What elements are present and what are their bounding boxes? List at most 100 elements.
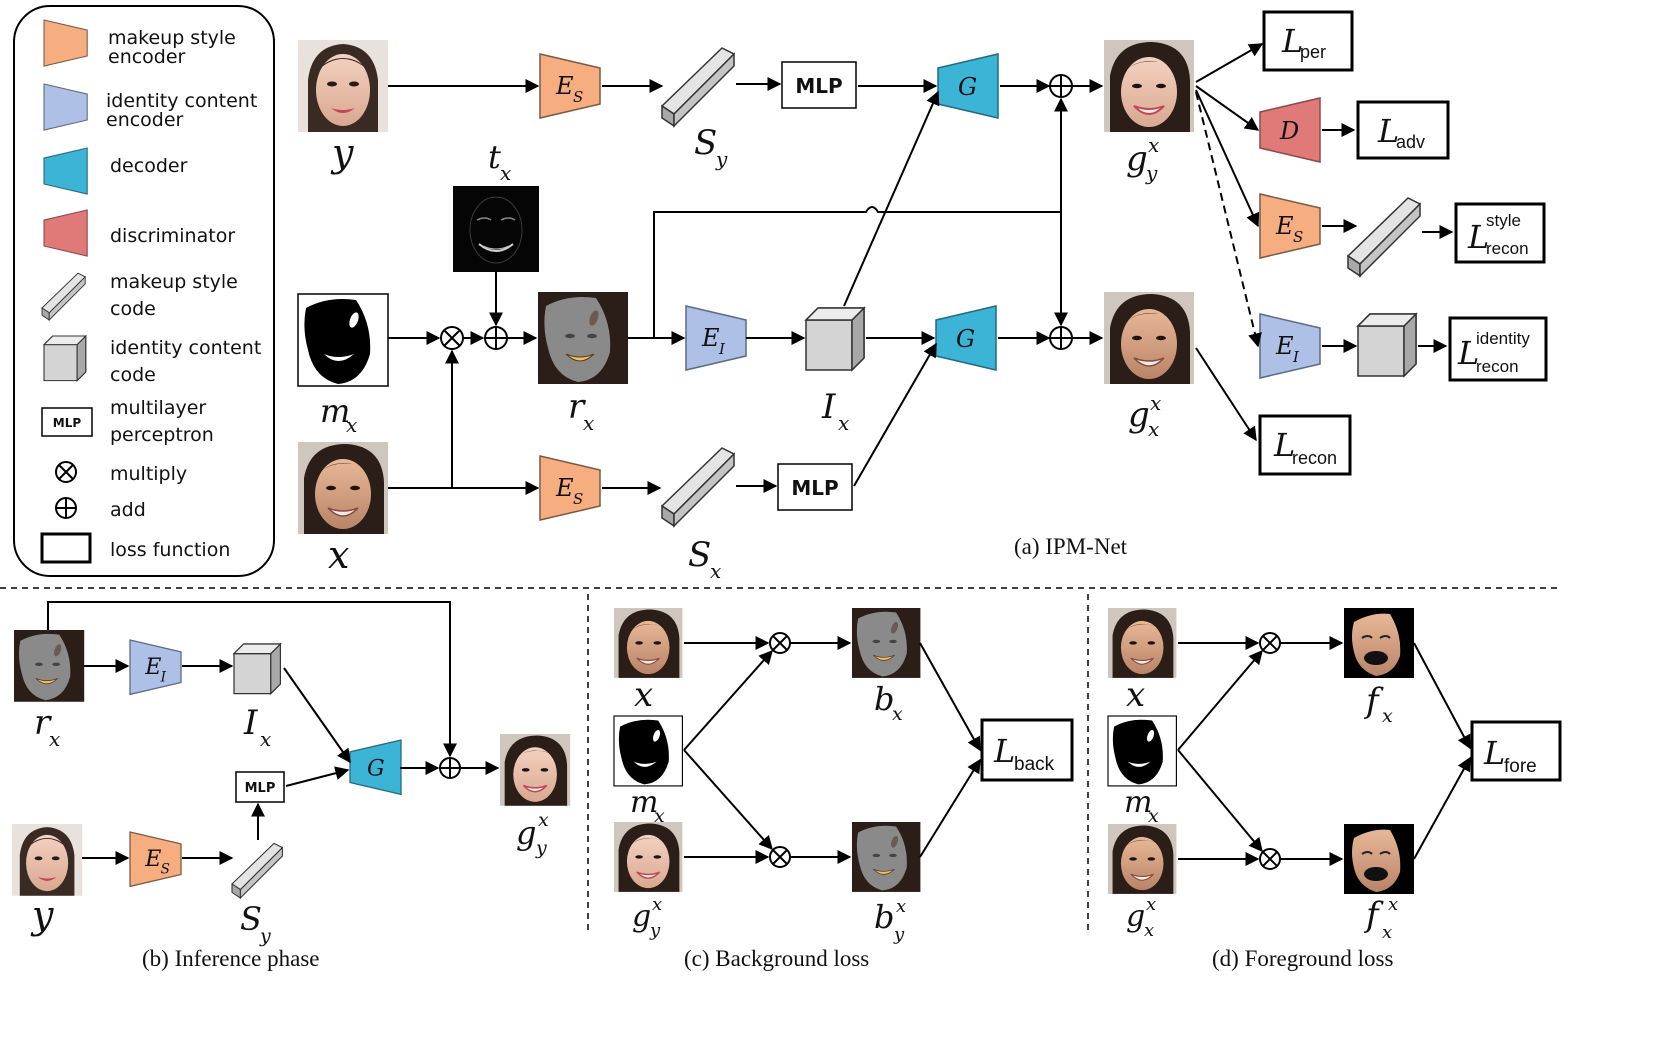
svg-text:y: y [649,920,661,941]
svg-text:style: style [1486,211,1521,230]
label-sx: S x [688,535,721,583]
image-c-gyx [613,821,684,893]
edges-c [683,636,981,864]
label-tx: t x [488,138,511,185]
style-code-right [1347,197,1421,277]
mlp-b: MLP [235,771,285,803]
svg-text:y: y [893,924,905,945]
style-code-sy [661,47,735,127]
svg-text:MLP: MLP [245,781,276,796]
svg-text:MLP: MLP [791,476,838,500]
label-rx: r x [568,387,594,435]
svg-text:I: I [160,670,167,686]
image-c-x [613,607,683,679]
label-gxx: g x x [1128,391,1161,441]
image-x-source [297,441,389,535]
svg-text:x: x [1382,922,1392,943]
svg-text:S: S [688,535,711,575]
legend-mlp-icon-label: MLP [53,416,82,430]
content-encoder-b: E I [129,639,182,696]
legend-content-code-icon [43,335,87,382]
image-d-fx [1343,607,1415,679]
svg-text:identity: identity [1476,329,1530,348]
style-encoder-top: E S [539,53,601,119]
image-rx [537,291,629,385]
multiply-op-c-bottom [769,846,791,868]
image-b-rx [13,629,85,703]
legend-loss-icon [40,532,92,564]
svg-text:back: back [1014,754,1055,775]
svg-text:x: x [583,411,594,435]
content-code-b [233,643,281,695]
svg-text:x: x [710,559,721,583]
svg-text:E: E [701,324,720,352]
svg-text:L: L [1273,426,1295,464]
svg-text:E: E [144,846,161,872]
loss-adv: L adv [1356,100,1450,160]
decoder-top: G [937,53,999,119]
image-c-bx [851,607,921,679]
svg-text:x: x [260,727,271,751]
svg-text:y: y [715,147,728,171]
legend-multiply-icon [55,461,77,483]
image-b-y [12,824,83,896]
caption-b: (b) Inference phase [142,946,320,971]
image-mask-mx [297,293,389,387]
svg-text:G: G [958,73,977,101]
svg-text:y: y [1145,161,1158,185]
loss-style-recon: L style recon [1454,202,1546,264]
svg-text:L: L [1457,334,1479,372]
edges-b [47,601,500,865]
image-y-reference [298,40,388,132]
svg-text:r: r [34,703,52,743]
loss-fore: L fore [1470,720,1562,782]
svg-text:E: E [144,654,161,680]
multiply-op-d-bottom [1259,848,1281,870]
svg-text:L: L [993,732,1015,770]
svg-text:D: D [1279,117,1299,145]
edges-d [1177,636,1471,866]
label-b-ix: I x [243,703,271,751]
svg-text:x: x [1388,894,1398,915]
mlp-top: MLP [781,61,857,109]
caption-c: (c) Background loss [684,946,869,971]
label-b-sy: S y [240,900,271,947]
image-d-mx [1107,715,1177,787]
multiply-op-a [440,326,464,350]
label-c-mx: m x [630,785,665,827]
svg-text:r: r [568,387,586,427]
loss-per: L per [1262,10,1354,72]
svg-text:x: x [1144,920,1154,941]
svg-text:x: x [654,805,665,827]
svg-text:S: S [573,88,583,106]
multiply-op-c-top [769,632,791,654]
label-x: x [328,533,349,577]
svg-text:G: G [956,325,975,353]
svg-text:L: L [1377,112,1399,150]
svg-text:MLP: MLP [795,74,842,98]
image-tx-texture [452,185,540,273]
svg-text:L: L [1281,22,1303,60]
label-y: y [330,131,354,175]
svg-text:E: E [1275,212,1294,240]
label-d-fx: f x [1363,681,1393,727]
svg-text:I: I [1292,348,1300,366]
svg-text:fore: fore [1504,756,1537,777]
label-gyx: g y x [1126,133,1159,185]
svg-text:f: f [1363,895,1384,935]
svg-text:L: L [1467,218,1489,256]
style-code-sx [661,447,735,527]
decoder-b: G [349,739,402,796]
caption-a: (a) IPM-Net [1014,534,1128,559]
label-c-bx: b x [874,680,903,725]
svg-text:g: g [1126,899,1145,934]
loss-back: L back [980,718,1074,782]
legend-add-label: add [110,499,146,521]
svg-text:x: x [328,533,349,577]
svg-text:x: x [1146,894,1156,915]
svg-text:S: S [573,490,583,508]
